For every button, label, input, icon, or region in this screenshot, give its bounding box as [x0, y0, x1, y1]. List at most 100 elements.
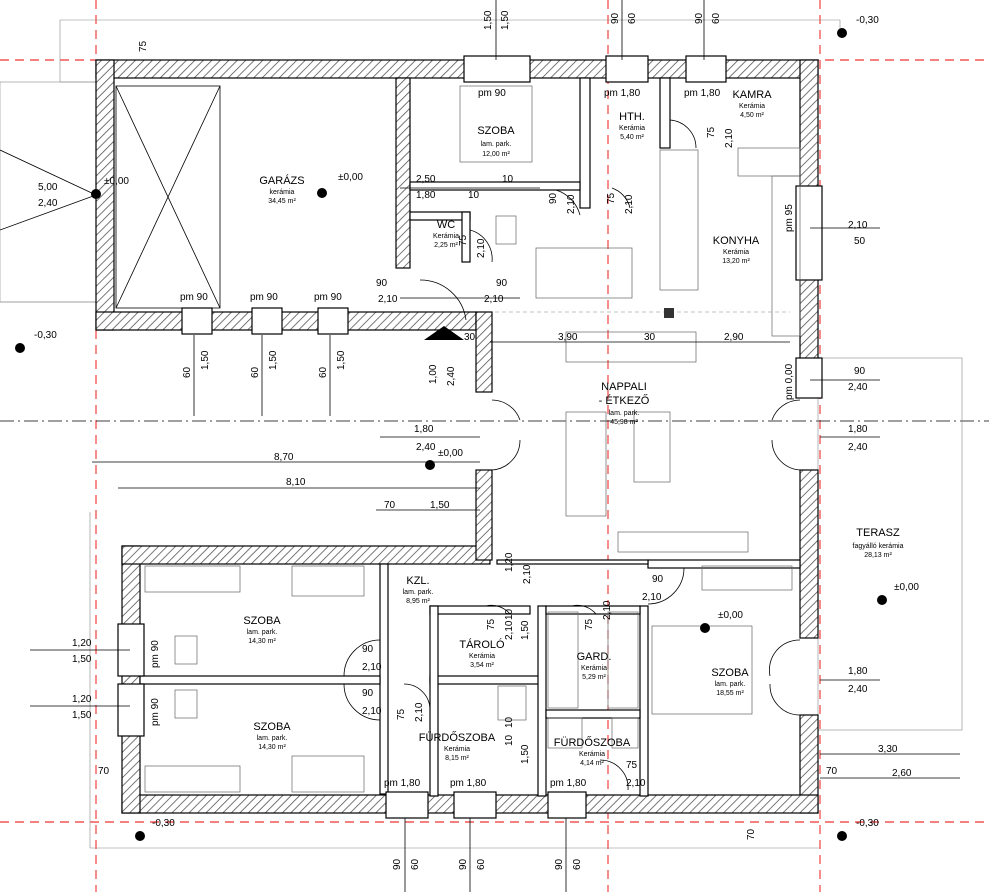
- svg-text:2,10: 2,10: [504, 620, 515, 640]
- svg-text:SZOBA: SZOBA: [243, 615, 281, 627]
- svg-text:90: 90: [458, 858, 469, 870]
- svg-text:1,50: 1,50: [72, 710, 92, 721]
- svg-text:2,60: 2,60: [892, 768, 912, 779]
- svg-text:75: 75: [584, 618, 595, 630]
- svg-text:2,10: 2,10: [476, 238, 487, 258]
- room-label-gard: GARD. Kerámia 5,29 m²: [577, 651, 612, 681]
- svg-text:90: 90: [362, 644, 374, 655]
- svg-text:kerámia: kerámia: [270, 189, 295, 196]
- svg-text:5,00: 5,00: [38, 182, 58, 193]
- svg-text:FÜRDŐSZOBA: FÜRDŐSZOBA: [554, 735, 631, 749]
- svg-text:GARÁZS: GARÁZS: [259, 174, 304, 187]
- svg-text:pm 1,80: pm 1,80: [604, 88, 641, 99]
- svg-text:2,10: 2,10: [602, 600, 613, 620]
- svg-text:14,30 m²: 14,30 m²: [258, 744, 286, 751]
- svg-text:3,90: 3,90: [558, 332, 578, 343]
- svg-text:pm 90: pm 90: [314, 292, 342, 303]
- svg-text:50: 50: [854, 236, 866, 247]
- room-label-szoba-l1: SZOBA lam. park. 14,30 m²: [243, 615, 281, 645]
- svg-text:pm 90: pm 90: [250, 292, 278, 303]
- room-label-nappali: NAPPALI - ÉTKEZŐ lam. park. 45,98 m²: [599, 381, 650, 426]
- svg-text:Kerámia: Kerámia: [444, 746, 470, 753]
- svg-text:1,50: 1,50: [520, 620, 531, 640]
- svg-text:2,40: 2,40: [38, 198, 58, 209]
- dimension-lines: [30, 0, 960, 892]
- svg-text:75: 75: [138, 40, 149, 52]
- svg-text:28,13 m²: 28,13 m²: [864, 552, 892, 559]
- svg-text:10: 10: [504, 716, 515, 728]
- svg-text:- ÉTKEZŐ: - ÉTKEZŐ: [599, 393, 650, 407]
- furniture: [144, 85, 801, 793]
- svg-text:pm 1,80: pm 1,80: [384, 778, 421, 789]
- svg-text:1,50: 1,50: [430, 500, 450, 511]
- svg-text:1,00: 1,00: [428, 364, 439, 384]
- svg-text:5,40 m²: 5,40 m²: [620, 134, 644, 141]
- svg-text:1,50: 1,50: [520, 744, 531, 764]
- svg-text:90: 90: [694, 12, 705, 24]
- svg-text:1,80: 1,80: [416, 190, 436, 201]
- svg-text:30: 30: [644, 332, 656, 343]
- svg-text:1,80: 1,80: [414, 424, 434, 435]
- svg-text:45,98 m²: 45,98 m²: [610, 419, 638, 426]
- svg-text:lam. park.: lam. park.: [481, 141, 512, 148]
- svg-text:lam. park.: lam. park.: [247, 629, 278, 636]
- svg-text:90: 90: [854, 366, 866, 377]
- svg-text:±0,00: ±0,00: [718, 610, 743, 621]
- svg-text:75: 75: [396, 708, 407, 720]
- svg-text:HTH.: HTH.: [619, 111, 645, 123]
- svg-text:70: 70: [746, 828, 757, 840]
- svg-text:2,10: 2,10: [522, 564, 533, 584]
- room-label-szoba-l2: SZOBA lam. park. 14,30 m²: [253, 721, 291, 751]
- svg-text:1,50: 1,50: [483, 10, 494, 30]
- svg-text:2,50: 2,50: [416, 174, 436, 185]
- svg-text:Kerámia: Kerámia: [619, 125, 645, 132]
- svg-text:60: 60: [410, 858, 421, 870]
- svg-text:pm 1,80: pm 1,80: [684, 88, 721, 99]
- svg-text:90: 90: [392, 858, 403, 870]
- svg-text:TERASZ: TERASZ: [856, 527, 900, 539]
- svg-text:Kerámia: Kerámia: [579, 751, 605, 758]
- svg-text:34,45 m²: 34,45 m²: [268, 198, 296, 205]
- svg-text:60: 60: [711, 12, 722, 24]
- room-label-kamra: KAMRA Kerámia 4,50 m²: [732, 89, 772, 119]
- room-label-szoba-top: SZOBA lam. park. 12,00 m²: [477, 125, 515, 158]
- svg-text:60: 60: [572, 858, 583, 870]
- svg-text:pm 0,00: pm 0,00: [784, 363, 795, 400]
- svg-text:1,20: 1,20: [72, 638, 92, 649]
- garage-door: [0, 85, 221, 309]
- svg-text:KONYHA: KONYHA: [713, 235, 760, 247]
- level-markers: [15, 28, 887, 841]
- svg-text:Kerámia: Kerámia: [469, 653, 495, 660]
- svg-text:12,00 m²: 12,00 m²: [482, 151, 510, 158]
- room-label-wc: WC Kerámia 2,25 m²: [433, 219, 459, 249]
- svg-text:GARD.: GARD.: [577, 651, 612, 663]
- svg-text:10: 10: [504, 608, 515, 620]
- svg-text:5,29 m²: 5,29 m²: [582, 674, 606, 681]
- svg-text:4,14 m²: 4,14 m²: [580, 760, 604, 767]
- svg-text:2,10: 2,10: [484, 294, 504, 305]
- svg-text:10: 10: [504, 734, 515, 746]
- svg-text:±0,00: ±0,00: [338, 172, 363, 183]
- svg-text:Kerámia: Kerámia: [433, 233, 459, 240]
- svg-text:lam. park.: lam. park.: [403, 589, 434, 596]
- svg-text:1,50: 1,50: [72, 654, 92, 665]
- svg-text:±0,00: ±0,00: [104, 176, 129, 187]
- svg-text:1,80: 1,80: [848, 424, 868, 435]
- dimension-labels: 1,50 1,50 90 60 90 60 75 5,00 2,40 pm 90…: [38, 10, 912, 870]
- svg-text:pm 90: pm 90: [150, 640, 161, 668]
- svg-text:Kerámia: Kerámia: [723, 249, 749, 256]
- svg-text:±0,00: ±0,00: [438, 448, 463, 459]
- svg-text:WC: WC: [437, 219, 455, 231]
- svg-text:60: 60: [627, 12, 638, 24]
- room-label-terasz: TERASZ fagyálló kerámia 28,13 m²: [853, 527, 904, 559]
- svg-text:14,30 m²: 14,30 m²: [248, 638, 276, 645]
- svg-text:2,10: 2,10: [624, 194, 635, 214]
- svg-text:1,50: 1,50: [268, 350, 279, 370]
- room-label-furdo-left: FÜRDŐSZOBA Kerámia 8,15 m²: [419, 730, 496, 762]
- svg-text:lam. park.: lam. park.: [715, 681, 746, 688]
- svg-text:lam. park.: lam. park.: [609, 410, 640, 417]
- room-label-szoba-right: SZOBA lam. park. 18,55 m²: [711, 667, 749, 697]
- svg-text:-0,30: -0,30: [152, 818, 175, 829]
